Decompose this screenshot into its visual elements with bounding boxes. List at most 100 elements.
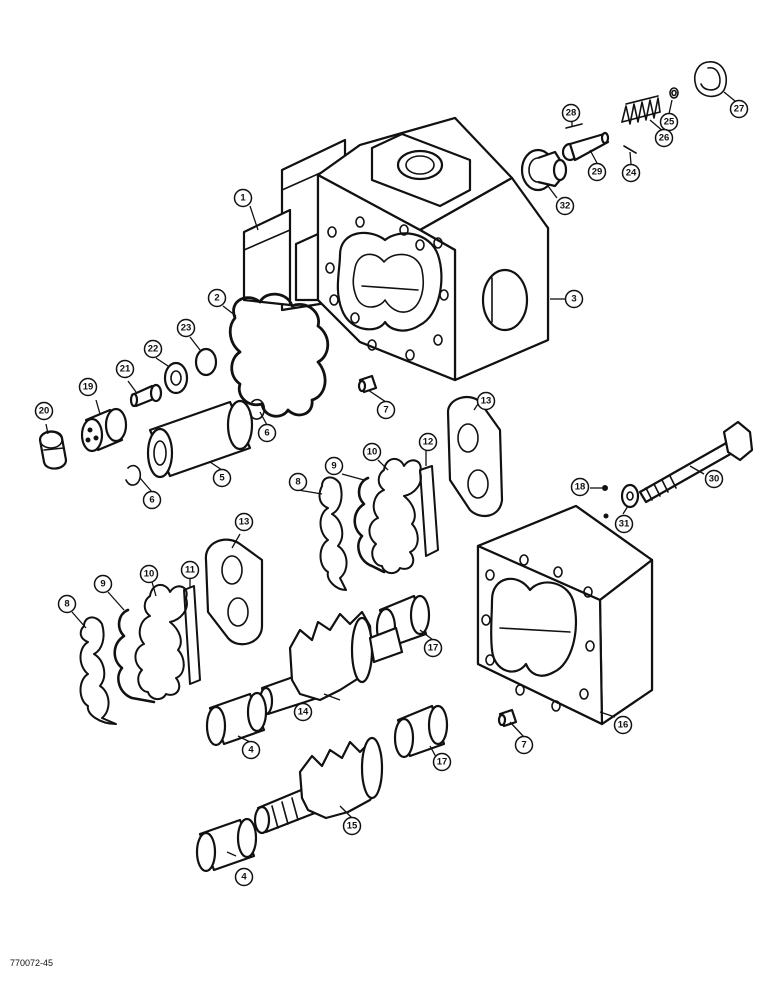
spring: [621, 95, 661, 125]
part-plate-upper: [318, 476, 348, 591]
part-pump-body-front: [316, 116, 550, 382]
callout: 17: [423, 638, 443, 658]
svg-text:30: 30: [709, 474, 720, 485]
svg-text:11: 11: [185, 565, 196, 576]
svg-text:21: 21: [120, 364, 131, 375]
part-coupling: [80, 407, 128, 453]
callout: 6: [142, 490, 162, 510]
svg-text:7: 7: [521, 740, 526, 751]
callout: 19: [78, 377, 98, 397]
svg-text:26: 26: [659, 133, 670, 144]
part-backup-seal-upper: [419, 465, 439, 557]
callout: 30: [704, 469, 724, 489]
part-seal-upper: [368, 458, 422, 574]
svg-text:2: 2: [214, 293, 219, 304]
svg-text:22: 22: [148, 344, 159, 355]
callout: 23: [176, 318, 196, 338]
part-plate-lower: [79, 616, 117, 725]
part-splined-sleeve: [146, 399, 254, 479]
part-seal-lower: [134, 584, 188, 700]
callout: 9: [93, 574, 113, 594]
callout: 2: [207, 288, 227, 308]
callout: 10: [139, 564, 159, 584]
svg-text:16: 16: [618, 720, 629, 731]
svg-text:12: 12: [423, 437, 434, 448]
part-gear-shaft-drive: [253, 736, 384, 835]
svg-text:1: 1: [240, 193, 246, 204]
svg-text:24: 24: [626, 168, 637, 179]
svg-text:20: 20: [39, 406, 50, 417]
part-wire-seal-upper: [353, 476, 386, 574]
svg-text:10: 10: [144, 569, 155, 580]
svg-text:9: 9: [100, 579, 105, 590]
drawing-code: 770072-45: [10, 958, 54, 968]
part-snap-ring-lower: [125, 464, 142, 486]
svg-text:28: 28: [566, 108, 577, 119]
leader-lines: [45, 91, 736, 857]
callouts: 1 2 3 4 4 5 6 6 7 7 8 8 9 9 10 10 11 12 …: [34, 99, 749, 887]
bolt-holes-rear: [481, 554, 595, 712]
callout: 14: [293, 702, 313, 722]
svg-text:14: 14: [298, 707, 309, 718]
svg-text:23: 23: [181, 323, 192, 334]
part-bushing-lower-left: [195, 817, 258, 873]
svg-text:8: 8: [64, 599, 69, 610]
svg-text:4: 4: [241, 872, 247, 883]
callout: 1: [233, 188, 253, 208]
callout: 6: [257, 423, 277, 443]
part-bushing-lower-right: [393, 704, 449, 759]
part-snap-ring-upper: [249, 398, 266, 420]
part-wire-seal-lower: [113, 608, 156, 704]
part-dowel-pin-upper: [357, 374, 378, 394]
svg-text:32: 32: [560, 201, 571, 212]
svg-text:5: 5: [219, 473, 225, 484]
part-wear-plate-upper: [446, 395, 504, 518]
callout: 28: [561, 103, 581, 123]
callout: 26: [654, 128, 674, 148]
svg-text:17: 17: [437, 757, 448, 768]
callout: 10: [362, 442, 382, 462]
svg-text:13: 13: [481, 396, 492, 407]
part-gear-shaft-driven: [258, 610, 404, 716]
callout: 8: [57, 594, 77, 614]
valve-seat: [520, 148, 568, 192]
part-pump-body-rear: [476, 504, 654, 726]
callout: 17: [432, 752, 452, 772]
callout: 27: [729, 99, 749, 119]
callout: 32: [555, 196, 575, 216]
svg-text:17: 17: [428, 643, 439, 654]
svg-text:10: 10: [367, 447, 378, 458]
svg-text:6: 6: [149, 495, 154, 506]
bolt-holes-front: [325, 216, 449, 361]
callout: 20: [34, 401, 54, 421]
svg-text:19: 19: [83, 382, 94, 393]
part-bushing-upper-left: [205, 691, 268, 747]
part-seal-gasket: [228, 292, 330, 418]
callout: 31: [614, 514, 634, 534]
svg-text:7: 7: [383, 405, 388, 416]
callout: 4: [234, 867, 254, 887]
callout: 13: [234, 512, 254, 532]
part-backup-seal-lower: [183, 585, 201, 685]
callout: 25: [659, 112, 679, 132]
callout: 12: [418, 432, 438, 452]
svg-text:25: 25: [664, 117, 675, 128]
part-bolt-washer: [620, 483, 640, 509]
svg-text:29: 29: [592, 167, 603, 178]
callout: 11: [180, 560, 200, 580]
svg-text:8: 8: [295, 477, 300, 488]
part-bolt: [638, 420, 754, 504]
callout: 21: [115, 359, 135, 379]
callout: 5: [212, 468, 232, 488]
svg-text:9: 9: [331, 461, 336, 472]
callout: 13: [476, 391, 496, 411]
callout: 9: [324, 456, 344, 476]
callout: 24: [621, 163, 641, 183]
svg-text:3: 3: [571, 294, 576, 305]
callout: 18: [570, 477, 590, 497]
part-o-ring: [194, 347, 218, 377]
plunger: [561, 131, 610, 162]
part-washer: [163, 361, 189, 395]
svg-text:13: 13: [239, 517, 250, 528]
